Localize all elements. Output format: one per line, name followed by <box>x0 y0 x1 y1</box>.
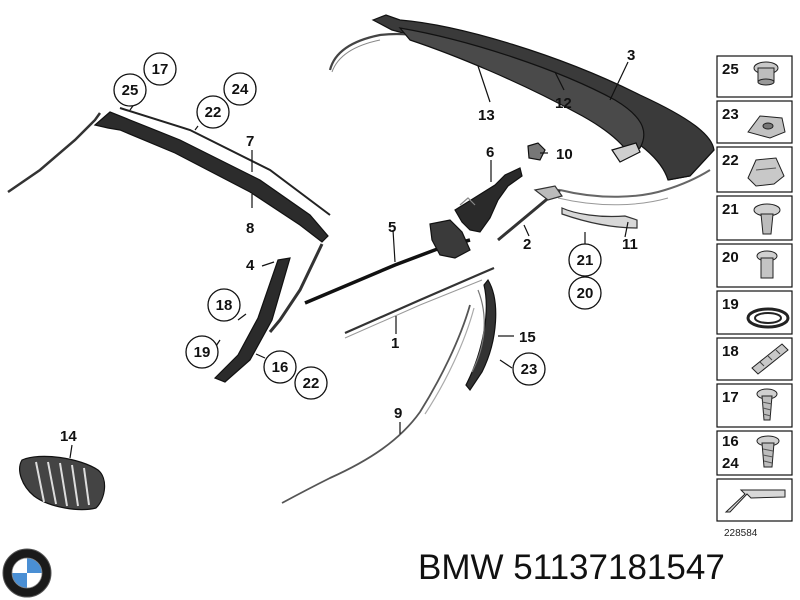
svg-text:23: 23 <box>521 361 538 378</box>
svg-text:17: 17 <box>152 61 169 78</box>
svg-text:22: 22 <box>205 104 222 121</box>
svg-text:18: 18 <box>216 297 233 314</box>
callout-11: 11 <box>622 236 638 253</box>
legend-label-20: 20 <box>722 249 739 266</box>
foam-tape-icon <box>746 307 790 329</box>
legend-item-23[interactable]: 23 <box>716 100 793 144</box>
clip-strip-icon <box>751 343 789 375</box>
legend-label-16: 16 <box>722 433 739 450</box>
callout-14: 14 <box>60 428 77 445</box>
part-12-strip <box>398 27 645 163</box>
part-10-bracket <box>527 142 546 161</box>
legend-label-25: 25 <box>722 61 739 78</box>
diagram-code: 228584 <box>724 528 758 539</box>
svg-text:21: 21 <box>577 252 594 269</box>
legend-item-17[interactable]: 17 <box>716 383 793 428</box>
svg-text:24: 24 <box>232 81 249 98</box>
expanding-rivet-icon <box>753 203 781 235</box>
footer-part-number-text: BMW 51137181547 <box>418 548 725 587</box>
part-2-strip <box>497 185 563 242</box>
callout-5: 5 <box>388 219 396 236</box>
legend-label-17: 17 <box>722 389 739 406</box>
legend-label-18: 18 <box>722 343 739 360</box>
callout-numbers: 3 12 13 10 6 2 11 5 1 7 8 4 15 9 14 <box>60 47 638 445</box>
legend-label-22: 22 <box>722 152 739 169</box>
svg-text:16: 16 <box>272 359 289 376</box>
callout-12: 12 <box>555 95 572 112</box>
screw-icon <box>756 388 778 421</box>
clip-icon <box>747 157 785 187</box>
legend-label-21: 21 <box>722 201 739 218</box>
push-nut-icon <box>753 61 779 86</box>
legend-item-25[interactable]: 25 <box>716 55 793 98</box>
legend-item-21[interactable]: 21 <box>716 195 793 241</box>
clip-nut-icon <box>747 115 786 139</box>
fastener-legend-panel: 25 23 22 21 <box>716 55 793 539</box>
callout-2: 2 <box>523 236 531 253</box>
callout-9: 9 <box>394 405 402 422</box>
circled-callout-23: 23 <box>512 352 546 386</box>
callout-8: 8 <box>246 220 254 237</box>
circled-callouts: 17 25 24 22 18 19 16 22 <box>113 52 602 400</box>
svg-text:20: 20 <box>577 285 594 302</box>
circled-callout-25: 25 <box>113 73 147 107</box>
svg-text:25: 25 <box>122 82 139 99</box>
legend-label-24: 24 <box>722 455 739 472</box>
callout-6: 6 <box>486 144 494 161</box>
circled-callout-17: 17 <box>143 52 177 86</box>
callout-13: 13 <box>478 107 495 124</box>
legend-item-22[interactable]: 22 <box>716 146 793 193</box>
direction-arrow-icon <box>724 489 786 513</box>
callout-3: 3 <box>627 47 635 64</box>
part-4-trim <box>213 257 291 383</box>
legend-arrow-box <box>716 478 793 522</box>
callout-7: 7 <box>246 133 254 150</box>
rivet-icon <box>756 250 778 279</box>
callout-10: 10 <box>556 146 573 163</box>
part-7-8-frame <box>7 107 331 333</box>
legend-item-19[interactable]: 19 <box>716 290 793 335</box>
leader-lines <box>69 61 629 459</box>
part-9-strip <box>281 304 475 504</box>
callout-15: 15 <box>519 329 536 346</box>
bmw-logo-icon <box>2 548 52 598</box>
legend-item-20[interactable]: 20 <box>716 243 793 288</box>
legend-label-23: 23 <box>722 106 739 123</box>
circled-callout-20: 20 <box>568 276 602 310</box>
svg-text:22: 22 <box>303 375 320 392</box>
legend-label-19: 19 <box>722 296 739 313</box>
callout-1: 1 <box>391 335 399 352</box>
part-15-trim <box>465 278 497 392</box>
callout-4: 4 <box>246 257 255 274</box>
circled-callout-21: 21 <box>568 243 602 277</box>
circled-callout-22-top: 22 <box>196 95 230 129</box>
svg-text:19: 19 <box>194 344 211 361</box>
legend-item-16-24[interactable]: 16 24 <box>716 430 793 476</box>
circled-callout-24: 24 <box>223 72 257 106</box>
parts-artwork <box>7 14 715 511</box>
screw-clip-icon <box>756 435 780 468</box>
part-5-strip <box>304 219 471 305</box>
circled-callout-22-bottom: 22 <box>294 366 328 400</box>
circled-callout-19: 19 <box>185 335 219 369</box>
legend-item-18[interactable]: 18 <box>716 337 793 381</box>
part-6-bracket <box>454 167 523 233</box>
circled-callout-18: 18 <box>207 288 241 322</box>
part-1-strip <box>344 266 495 339</box>
part-11-rail <box>557 169 711 229</box>
part-14-grille[interactable] <box>19 455 106 511</box>
circled-callout-16: 16 <box>263 350 297 384</box>
